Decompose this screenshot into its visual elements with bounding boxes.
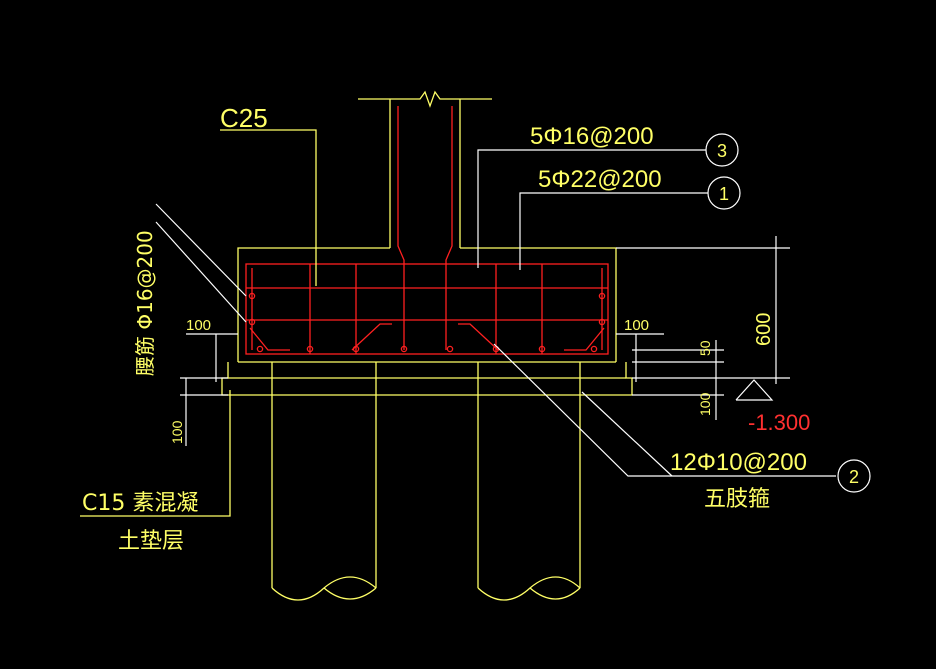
stirrup-label: 12Φ10@200 xyxy=(670,449,807,476)
elevation-label: -1.300 xyxy=(748,410,810,435)
dim-100-right: 100 xyxy=(697,392,713,416)
pile-cap-outline xyxy=(237,247,617,363)
pile-right xyxy=(477,362,581,601)
dim-50: 50 xyxy=(697,340,713,356)
rebar-dots xyxy=(248,292,606,353)
bottom-bar-label: 5Φ22@200 xyxy=(538,166,662,193)
dim-cover-left: 100 xyxy=(186,317,211,334)
cushion-label-1: C15 素混凝 xyxy=(82,491,198,516)
marker-1: 1 xyxy=(707,176,741,210)
dim-100-left: 100 xyxy=(169,420,185,444)
cushion-label-2: 土垫层 xyxy=(118,529,184,554)
pile-left xyxy=(271,362,377,601)
leader-lines xyxy=(80,129,836,517)
dim-cover-right: 100 xyxy=(624,317,649,334)
svg-text:1: 1 xyxy=(719,184,729,204)
column-outline xyxy=(358,90,492,248)
dim-height: 600 xyxy=(753,313,775,346)
cushion-layer xyxy=(221,362,633,396)
dimension-lines xyxy=(180,236,790,446)
column-bars xyxy=(397,106,453,350)
marker-2: 2 xyxy=(837,459,871,493)
svg-text:2: 2 xyxy=(849,467,859,487)
svg-text:3: 3 xyxy=(717,141,727,161)
concrete-grade-label: C25 xyxy=(220,103,268,133)
stirrup-note: 五肢箍 xyxy=(704,487,770,512)
marker-3: 3 xyxy=(705,133,739,167)
top-bar-label: 5Φ16@200 xyxy=(530,123,654,150)
waist-bar-label: 腰筋 Φ16@200 xyxy=(133,230,157,376)
rebar-cage xyxy=(245,263,609,355)
